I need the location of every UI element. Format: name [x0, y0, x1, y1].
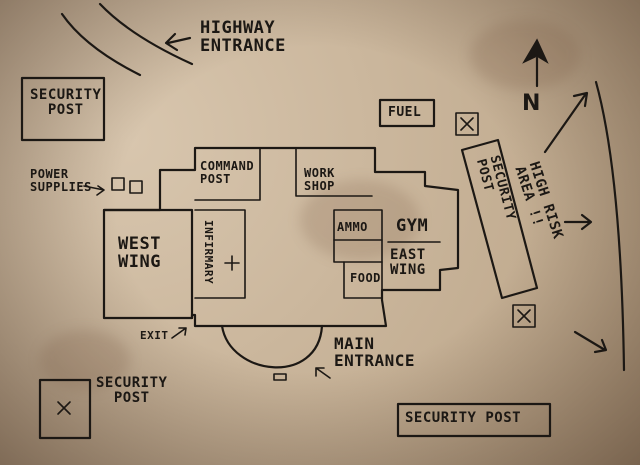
medical-cross-icon — [224, 255, 240, 271]
high-risk-boundary — [594, 80, 626, 372]
infirmary-label: Infirmary — [202, 220, 215, 285]
security-post-s-label: Security Post — [405, 410, 522, 426]
checkpoint-x-icon — [512, 304, 536, 328]
west-wing-outline — [102, 208, 194, 320]
workshop-label: Work Shop — [304, 166, 335, 193]
security-post-nw-box — [20, 76, 106, 142]
highway-entrance-label: Highway Entrance — [200, 18, 286, 56]
security-post-sw-label: Security Post — [96, 375, 168, 406]
paper-stain — [470, 20, 580, 90]
north-label: N — [522, 91, 541, 116]
ammo-label: Ammo — [337, 220, 368, 234]
food-label: Food — [350, 271, 381, 285]
security-post-sw-box — [38, 378, 92, 440]
power-supplies-arrow-icon — [83, 185, 105, 196]
high-risk-arrow-icon — [563, 213, 593, 231]
east-wing-label: East Wing — [390, 247, 426, 278]
exit-label: Exit — [140, 329, 169, 342]
main-entrance-label: Main Entrance — [334, 334, 416, 370]
checkpoint-x-icon — [57, 401, 71, 415]
north-arrow-icon — [522, 38, 549, 88]
command-post-label: Command Post — [200, 159, 255, 186]
security-post-s-box — [396, 402, 552, 438]
power-supply-box — [129, 180, 143, 194]
highway-arrow-icon — [164, 32, 192, 52]
power-supplies-label: Power Supplies — [30, 167, 92, 194]
infirmary-outline — [194, 209, 246, 299]
main-entrance-arc — [220, 324, 324, 369]
command-post-outline — [194, 147, 261, 201]
high-risk-arrow-icon — [573, 330, 608, 354]
workshop-outline — [295, 147, 373, 197]
checkpoint-x-icon — [455, 112, 479, 136]
gym-label: Gym — [396, 216, 429, 236]
room-dividers — [333, 239, 383, 263]
highway-road-edge — [60, 12, 142, 77]
exit-arrow-icon — [171, 327, 187, 339]
west-wing-label: West Wing — [118, 234, 161, 272]
main-entrance-arrow-icon — [315, 367, 331, 379]
paper-stain — [300, 180, 420, 260]
fuel-box — [378, 98, 436, 128]
fuel-label: Fuel — [388, 105, 422, 120]
main-entrance-door — [273, 373, 287, 381]
security-post-east-box — [460, 138, 539, 300]
high-risk-arrow-icon — [543, 91, 589, 154]
highway-road-edge — [98, 2, 194, 66]
security-post-nw-label: Security Post — [30, 87, 102, 118]
power-supply-box — [111, 177, 125, 191]
ammo-food-outline — [333, 209, 383, 299]
